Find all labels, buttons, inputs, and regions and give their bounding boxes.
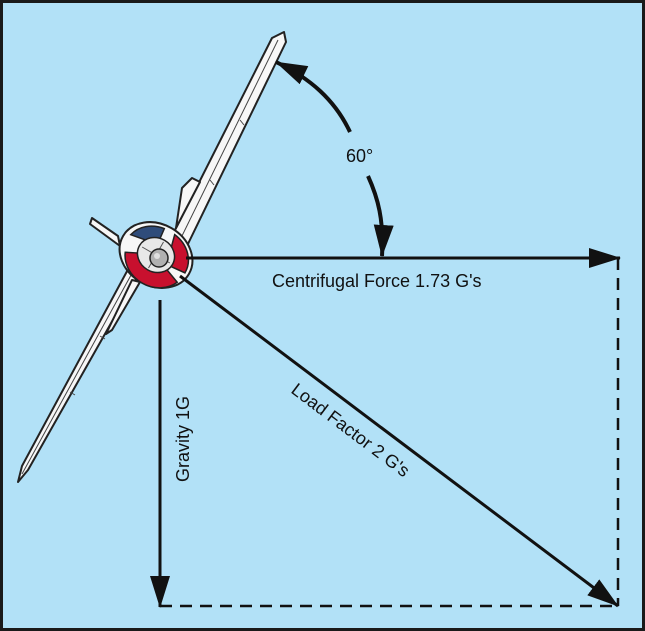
load-factor-arrow [179,274,619,608]
angle-label: 60° [346,146,373,166]
angle-arc-upper-arrow [275,60,352,133]
centrifugal-force-label: Centrifugal Force 1.73 G's [272,271,482,291]
airplane-front-view-icon [17,31,287,483]
gravity-label: Gravity 1G [173,396,193,482]
angle-arc-lower-arrow [366,175,394,257]
